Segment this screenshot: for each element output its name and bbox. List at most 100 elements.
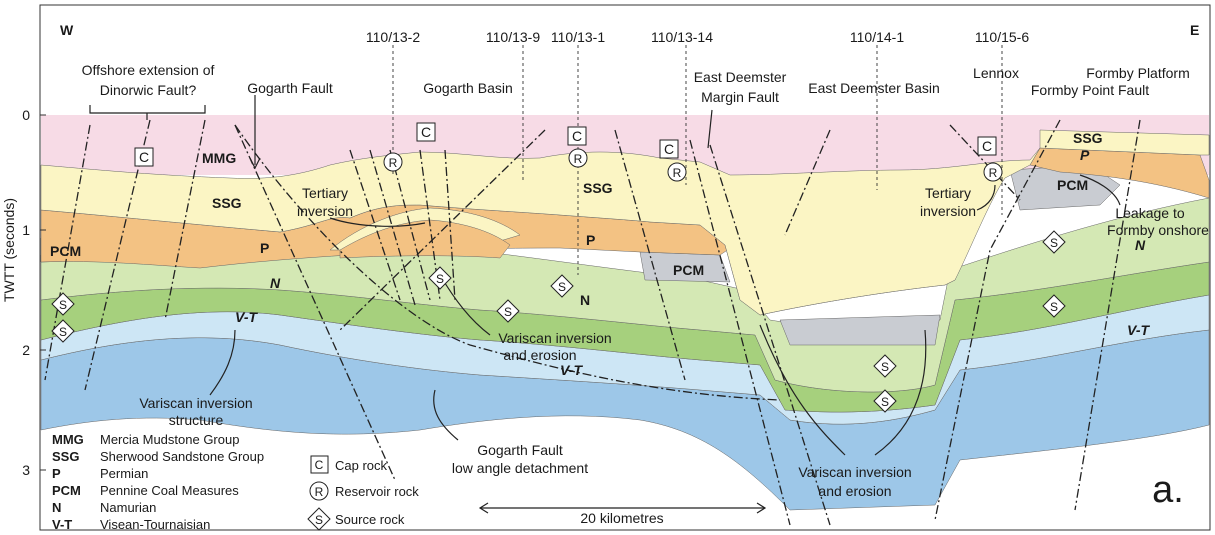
legend-units: MMG Mercia Mudstone Group SSG Sherwood S… [52, 432, 264, 532]
cap-rock-symbol: C [134, 147, 154, 167]
legend-code: MMG [52, 432, 84, 447]
annotation: low angle detachment [452, 460, 588, 476]
fault-line [349, 149, 401, 301]
well-label: 110/13-2 [366, 29, 420, 45]
gogarth-fault [234, 124, 396, 481]
unit-label-vt: V-T [235, 309, 258, 325]
svg-text:S: S [881, 360, 889, 374]
source-rock-symbol: S [1042, 294, 1066, 318]
annotation: Tertiary [925, 185, 971, 201]
fault-line [614, 129, 686, 381]
annotation: inversion [920, 203, 976, 219]
arrow [707, 109, 713, 149]
annotation: Leakage to [1115, 205, 1184, 221]
scale-label: 20 kilometres [580, 510, 663, 526]
source-rock-symbol: S [496, 299, 520, 323]
structure-label: Offshore extension of [82, 62, 215, 78]
arrow [329, 217, 426, 227]
east-label: E [1190, 22, 1199, 38]
fault-line [369, 149, 416, 306]
svg-text:S: S [59, 325, 67, 339]
svg-text:S: S [558, 280, 566, 294]
svg-text:C: C [664, 141, 674, 157]
legend-symbols: C Cap rock R Reservoir rock S Source roc… [307, 455, 419, 531]
cap-rock-symbol: C [567, 126, 587, 146]
well-label: 110/13-1 [551, 29, 605, 45]
svg-text:S: S [1050, 300, 1058, 314]
source-rock-symbol: S [428, 266, 452, 290]
unit-label-p: P [1080, 147, 1090, 163]
svg-text:R: R [389, 156, 398, 170]
cap-rock-legend-icon [310, 455, 329, 474]
unit-label-p: P [260, 240, 269, 256]
unit-label-vt: V-T [1127, 322, 1150, 338]
legend-code: SSG [52, 449, 79, 464]
y-axis-title: TWTT (seconds) [1, 198, 17, 302]
svg-text:S: S [1050, 236, 1058, 250]
source-rock-symbol: S [51, 319, 75, 343]
source-rock-legend-symbol: S [315, 513, 323, 527]
structure-label: Formby Platform [1086, 65, 1189, 81]
formby-point-fault [934, 119, 1061, 521]
fault-line [339, 129, 546, 331]
svg-text:S: S [59, 298, 67, 312]
unit-label-n: N [580, 292, 590, 308]
annotation: Variscan inversion [139, 395, 252, 411]
reservoir-rock-legend-symbol: R [315, 485, 324, 499]
unit-label-n: N [1135, 237, 1146, 253]
y-axis: 0 1 2 3 TWTT (seconds) [1, 107, 46, 478]
unit-label-n: N [270, 275, 281, 291]
unit-label-vt: V-T [560, 362, 583, 378]
west-label: W [60, 22, 74, 38]
y-tick-label: 2 [22, 342, 30, 358]
reservoir-rock-symbol: R [667, 162, 687, 182]
east-deemster-margin-fault [689, 139, 791, 526]
fault-line [1074, 119, 1141, 511]
annotation: and erosion [818, 483, 891, 499]
reservoir-rock-symbol: R [983, 162, 1003, 182]
cap-rock-symbol: C [659, 139, 679, 159]
svg-text:R: R [673, 166, 682, 180]
strata [40, 115, 1210, 511]
svg-text:R: R [574, 152, 583, 166]
structure-label: Dinorwic Fault? [100, 82, 197, 98]
unit-label-mmg: MMG [202, 150, 236, 166]
source-rock-legend-icon [307, 507, 331, 531]
y-tick-label: 0 [22, 107, 30, 123]
arrow [874, 329, 927, 456]
well-label: 110/13-14 [651, 29, 713, 45]
fault-line [784, 129, 831, 236]
arrow [209, 329, 236, 396]
legend-symbol-name: Reservoir rock [335, 484, 419, 499]
annotation: Formby onshore [1107, 222, 1209, 238]
structure-label: Lennox [973, 65, 1019, 81]
arrow [976, 184, 996, 211]
source-rock-symbol: S [873, 389, 897, 413]
reservoir-rock-legend-icon [309, 481, 329, 501]
cap-rock-symbol: C [416, 122, 436, 142]
scale-arrowheads [478, 502, 767, 514]
reservoir-rock-symbol: R [568, 148, 588, 168]
annotation: Gogarth Fault [477, 442, 563, 458]
arrow [1079, 174, 1121, 206]
fault-line [389, 149, 431, 301]
legend-name: Visean-Tournaisian [100, 517, 210, 532]
unit-label-pcm: PCM [1057, 177, 1088, 193]
annotation: Tertiary [302, 185, 348, 201]
structure-label: Gogarth Fault [247, 80, 333, 96]
annotation: Variscan inversion [798, 464, 911, 480]
svg-text:S: S [436, 272, 444, 286]
unit-label-ssg: SSG [212, 195, 242, 211]
legend-code: PCM [52, 483, 81, 498]
y-tick-label: 1 [22, 222, 30, 238]
legend-name: Pennine Coal Measures [100, 483, 239, 498]
source-rock-symbol: S [873, 354, 897, 378]
annotation: inversion [297, 203, 353, 219]
legend-symbol-name: Source rock [335, 512, 405, 527]
unit-label-pcm: PCM [673, 262, 704, 278]
svg-text:S: S [881, 395, 889, 409]
annotation: and erosion [503, 347, 576, 363]
structure-label: East Deemster [694, 69, 787, 85]
annotation: structure [169, 412, 224, 428]
legend-name: Permian [100, 466, 148, 481]
